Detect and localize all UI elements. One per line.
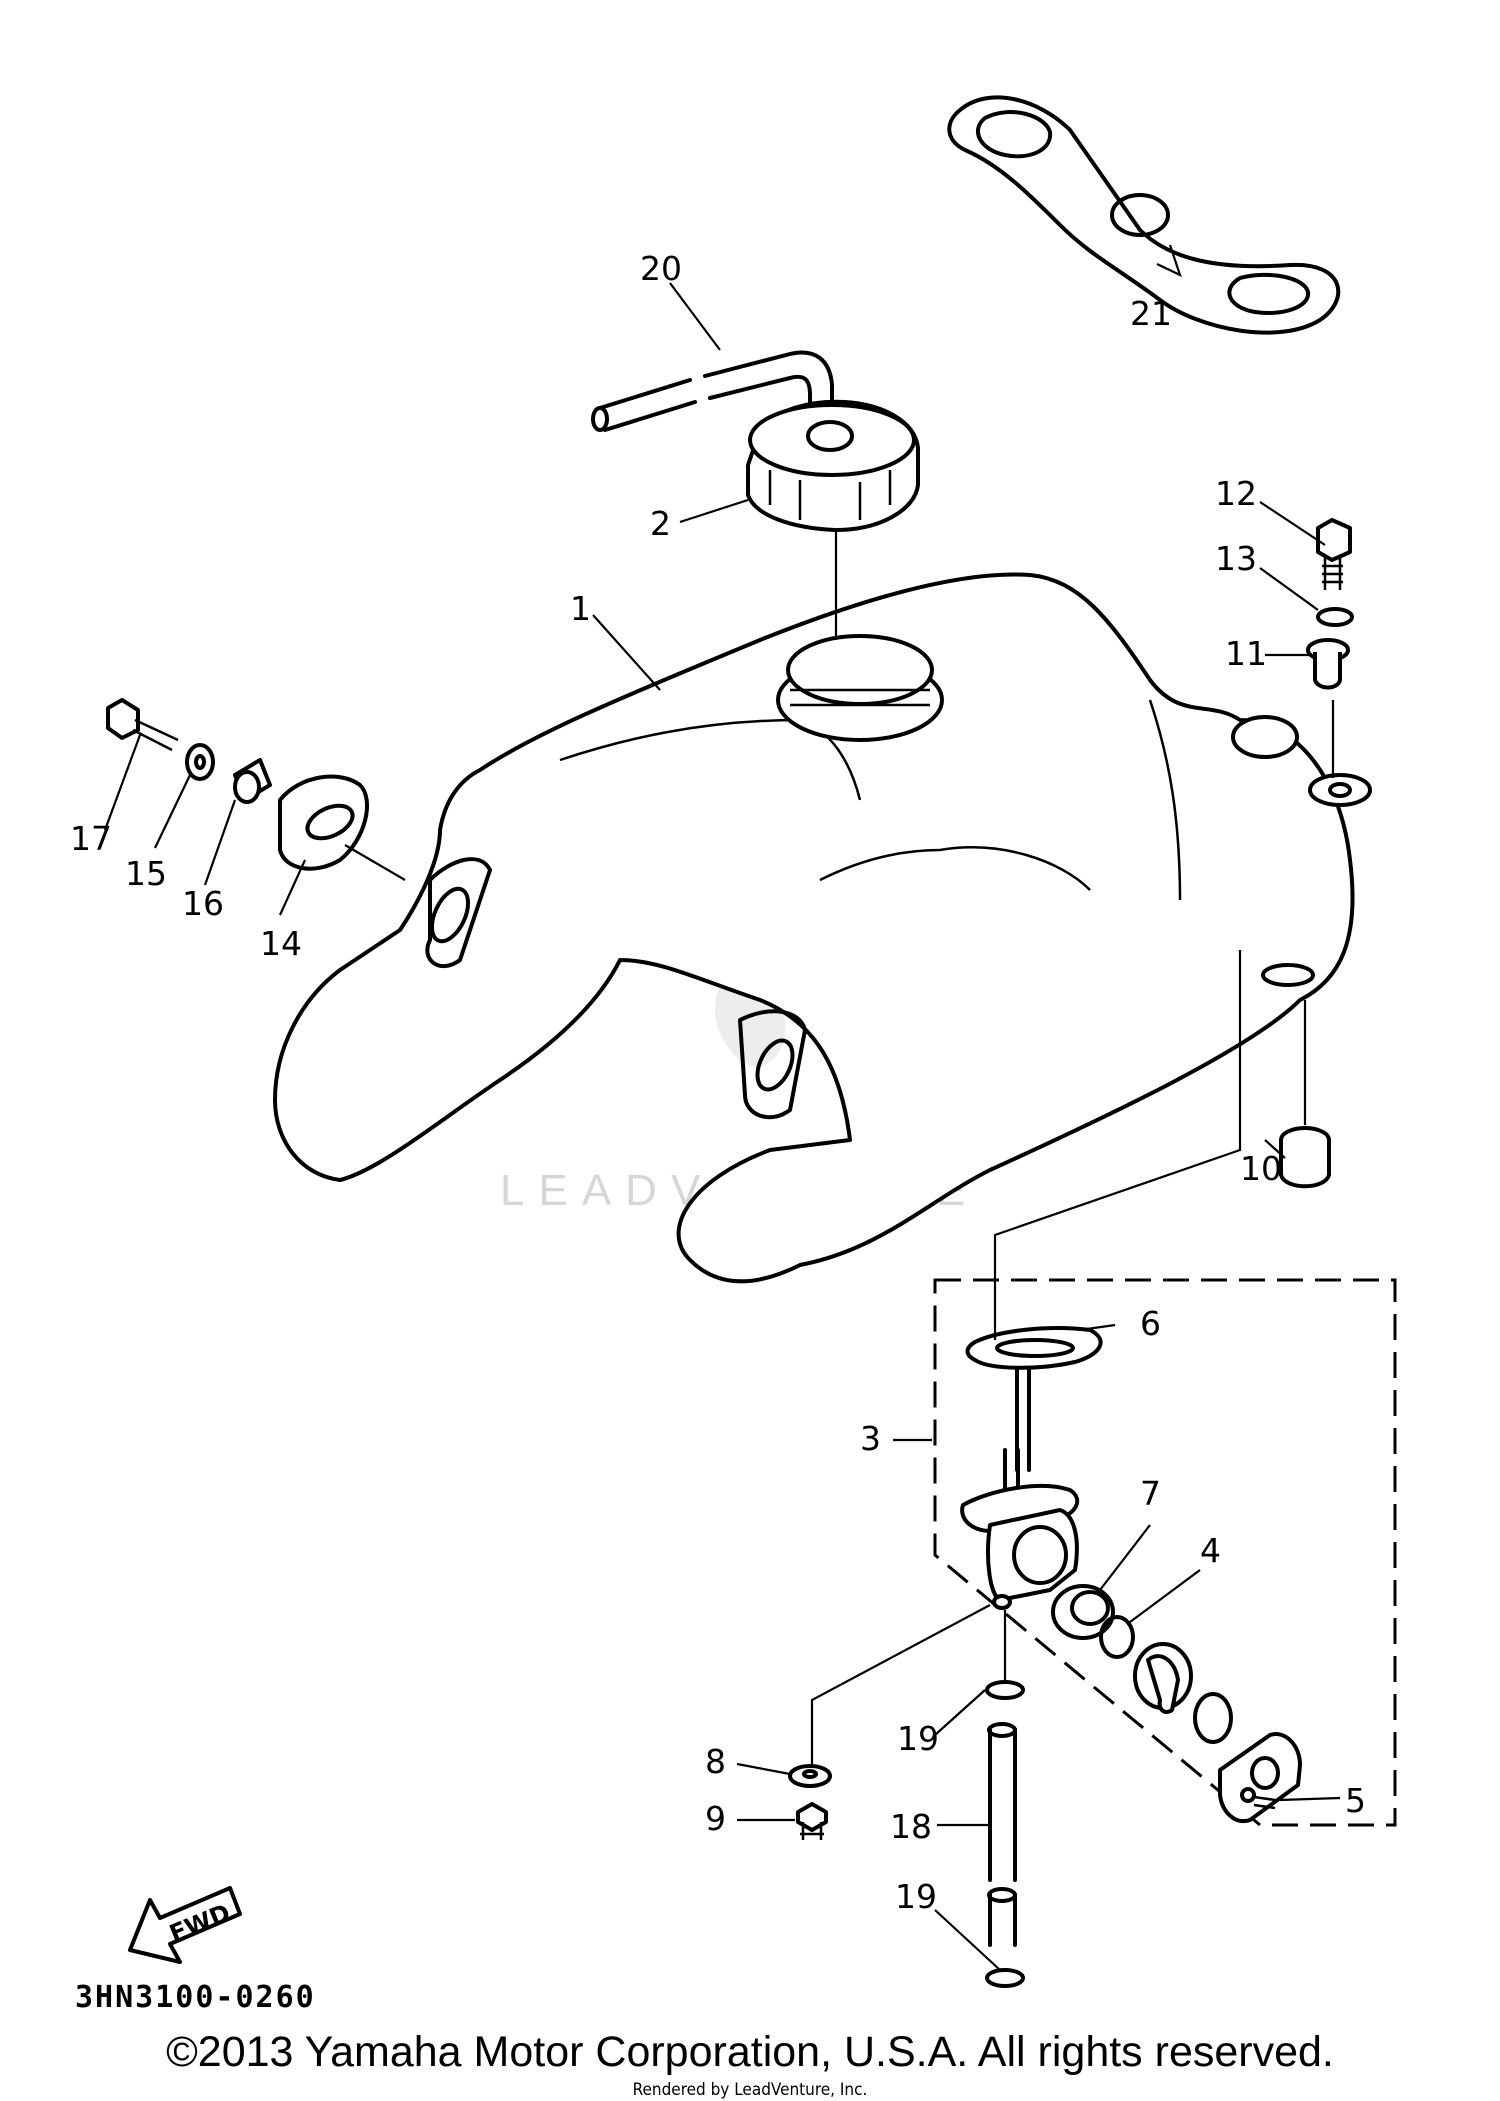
callout-12: 12	[1215, 474, 1257, 513]
callout-18: 18	[890, 1807, 932, 1846]
callout-14: 14	[260, 924, 302, 963]
grommet-part-14	[278, 774, 370, 871]
washer-part-15	[185, 743, 215, 781]
collar-part-11	[1306, 638, 1350, 690]
callout-2: 2	[650, 504, 671, 543]
callout-3: 3	[860, 1419, 881, 1458]
hose-part-18	[987, 1722, 1017, 1947]
washer-part-13	[1316, 607, 1354, 627]
callout-leaders	[103, 244, 1341, 1971]
clip-part-19-upper	[985, 1680, 1025, 1700]
screw-part-5	[1240, 1787, 1276, 1810]
callout-4: 4	[1200, 1531, 1221, 1570]
drawing-code: 3HN3100-0260	[75, 1980, 316, 2015]
clip-part-19-lower	[985, 1968, 1025, 1988]
rendered-by-text: Rendered by LeadVenture, Inc.	[632, 2080, 868, 2100]
filter-part-7	[1051, 1584, 1115, 1640]
bolt-part-9	[796, 1802, 828, 1840]
callout-8: 8	[705, 1742, 726, 1781]
leader-8-to-cock	[810, 1604, 991, 1766]
callout-17: 17	[70, 819, 112, 858]
callout-16: 16	[182, 884, 224, 923]
callout-13: 13	[1215, 539, 1257, 578]
callout-20: 20	[640, 249, 682, 288]
hose-part-20	[591, 350, 834, 432]
fuel-tank-part-1	[273, 572, 1372, 1284]
callout-9: 9	[705, 1799, 726, 1838]
callout-5: 5	[1345, 1781, 1366, 1820]
callout-19-upper: 19	[897, 1719, 939, 1758]
cap-part-2	[746, 399, 920, 532]
copyright-text: ©2013 Yamaha Motor Corporation, U.S.A. A…	[166, 2028, 1334, 2076]
callout-1: 1	[570, 589, 591, 628]
callout-15: 15	[125, 854, 167, 893]
callout-10: 10	[1240, 1149, 1282, 1188]
plate-part-21	[947, 95, 1341, 335]
grommet-part-10	[1279, 1126, 1331, 1189]
washer-part-8	[788, 1764, 832, 1788]
callout-labels: 20 21 2 1 12 13 11 10 6 3 7 4 5 8 9 19 1…	[70, 249, 1366, 1916]
fwd-arrow-icon: FWD	[128, 1886, 242, 1964]
assembly-box-part-3	[933, 1278, 1397, 1827]
bolt-part-12	[1316, 518, 1352, 590]
callout-21: 21	[1130, 294, 1172, 333]
callout-7: 7	[1140, 1474, 1161, 1513]
callout-19-lower: 19	[895, 1877, 937, 1916]
o-ring-part-lower	[1193, 1692, 1233, 1744]
callout-11: 11	[1225, 634, 1267, 673]
collar-part-16	[233, 758, 272, 804]
leader-14-to-tank	[344, 844, 406, 881]
o-ring-part-4	[1099, 1615, 1135, 1659]
gasket-part-6	[965, 1326, 1103, 1370]
callout-6: 6	[1140, 1304, 1161, 1343]
lever-part	[1133, 1642, 1193, 1714]
bolt-part-17	[106, 698, 179, 752]
fuel-cock-part-3	[960, 1368, 1080, 1610]
cover-plate	[1218, 1732, 1302, 1824]
